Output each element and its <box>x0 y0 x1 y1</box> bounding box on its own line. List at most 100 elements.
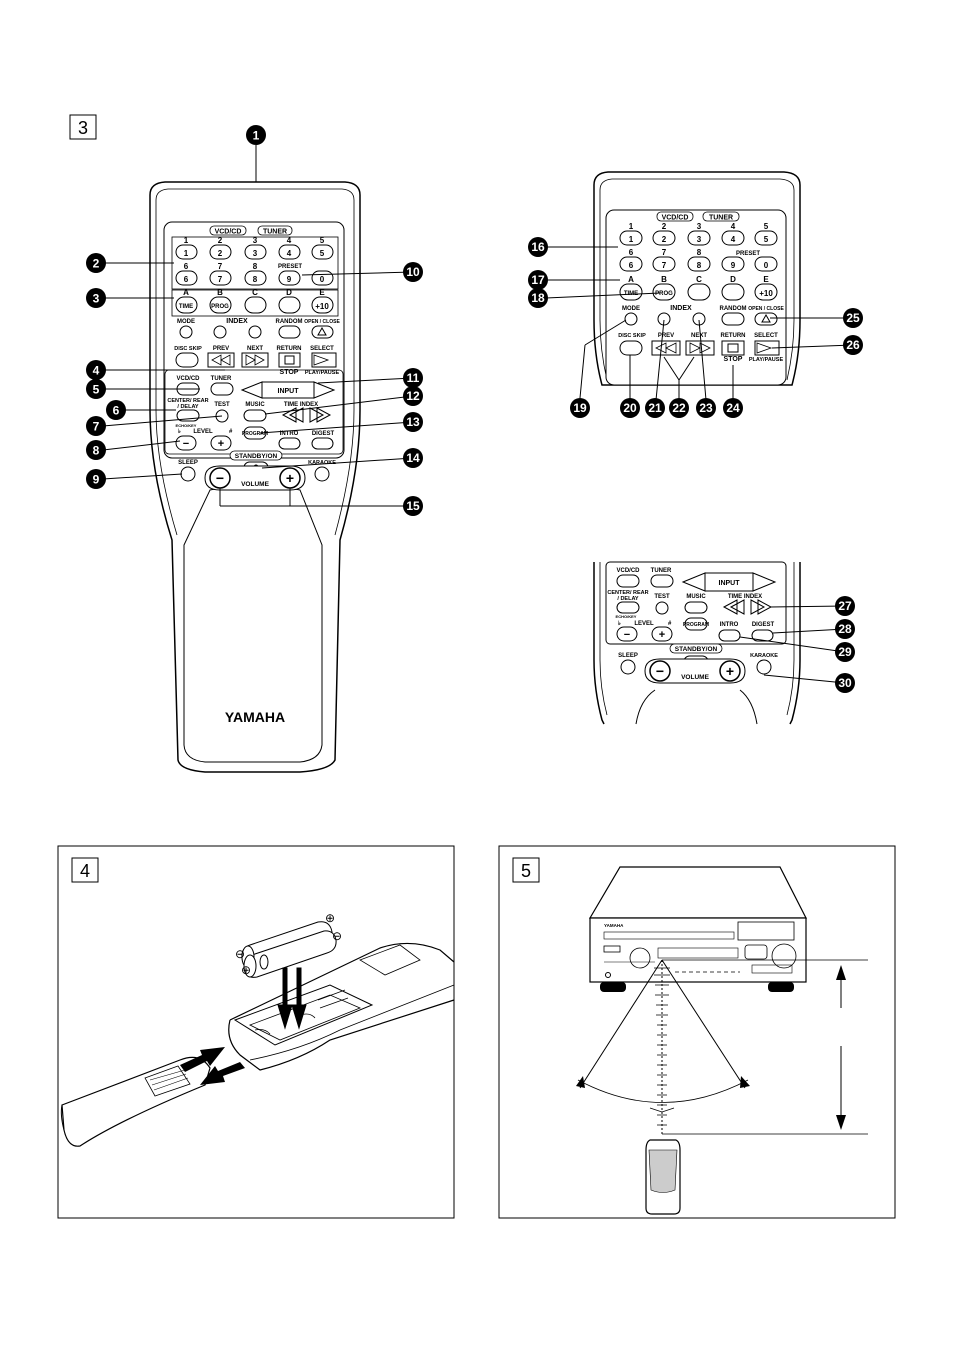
svg-text:VCD/CD: VCD/CD <box>662 215 689 222</box>
svg-text:DISC SKIP: DISC SKIP <box>174 346 202 352</box>
svg-text:TIME INDEX: TIME INDEX <box>728 594 762 600</box>
yamaha-logo: YAMAHA <box>225 709 285 725</box>
remote-bottom-buttons[interactable]: VCD/CD TUNER INPUT CENTER/ REAR / DELAY … <box>607 568 778 684</box>
svg-text:RETURN: RETURN <box>277 346 302 352</box>
svg-text:INTRO: INTRO <box>720 622 739 628</box>
svg-text:DIGEST: DIGEST <box>752 622 775 628</box>
svg-text:INPUT: INPUT <box>278 388 300 395</box>
svg-text:VCD/CD: VCD/CD <box>616 568 640 574</box>
svg-text:5: 5 <box>764 235 769 244</box>
svg-text:INPUT: INPUT <box>719 580 741 587</box>
source-area-left[interactable]: VCD/CD TUNER INPUT CENTER/ REAR / DELAY … <box>164 369 344 455</box>
svg-text:+: + <box>659 629 665 641</box>
svg-text:VCD/CD: VCD/CD <box>215 229 242 236</box>
svg-text:8: 8 <box>697 261 702 270</box>
svg-text:RANDOM: RANDOM <box>276 319 303 325</box>
svg-text:TEST: TEST <box>654 594 670 600</box>
svg-text:LEVEL: LEVEL <box>193 429 213 435</box>
svg-text:8: 8 <box>253 275 258 284</box>
svg-text:6: 6 <box>184 275 189 284</box>
svg-text:18: 18 <box>531 291 545 305</box>
svg-text:/ DELAY: / DELAY <box>617 596 639 602</box>
slide-arrow-icons <box>180 1047 245 1085</box>
svg-text:30: 30 <box>838 676 852 690</box>
svg-text:PLAY/PAUSE: PLAY/PAUSE <box>749 357 784 363</box>
right-top-callout-markers: 16 17 18 19 20 21 22 23 24 25 26 <box>528 237 863 418</box>
svg-text:SLEEP: SLEEP <box>178 460 198 466</box>
right-bottom-callout-markers: 27 28 29 30 <box>835 596 855 693</box>
svg-text:PRESET: PRESET <box>278 264 302 270</box>
svg-text:6: 6 <box>113 404 120 418</box>
svg-text:16: 16 <box>531 240 545 254</box>
svg-text:4: 4 <box>93 364 100 378</box>
svg-text:6: 6 <box>629 248 634 257</box>
svg-text:7: 7 <box>218 275 223 284</box>
svg-text:A: A <box>628 275 634 284</box>
mode-row-left[interactable]: MODE INDEX RANDOM OPEN / CLOSE <box>177 318 340 339</box>
svg-text:STANDBY/ON: STANDBY/ON <box>235 453 278 460</box>
svg-text:29: 29 <box>838 645 852 659</box>
svg-text:6: 6 <box>629 261 634 270</box>
svg-text:13: 13 <box>406 415 420 429</box>
svg-text:OPEN / CLOSE: OPEN / CLOSE <box>748 306 784 312</box>
power-volume-left[interactable]: STANDBY/ON SLEEP KARAOKE − + VOLUME <box>178 450 336 491</box>
svg-text:INDEX: INDEX <box>670 305 692 312</box>
svg-text:SELECT: SELECT <box>754 333 778 339</box>
svg-text:TEST: TEST <box>214 402 230 408</box>
svg-text:RANDOM: RANDOM <box>720 306 747 312</box>
svg-text:−: − <box>183 438 189 450</box>
svg-text:MODE: MODE <box>622 306 640 312</box>
svg-text:−: − <box>216 470 224 486</box>
svg-text:25: 25 <box>846 311 860 325</box>
svg-text:VCD/CD: VCD/CD <box>176 376 200 382</box>
svg-text:26: 26 <box>846 338 860 352</box>
svg-text:SELECT: SELECT <box>310 346 334 352</box>
right-top-callouts-lines <box>545 246 854 401</box>
svg-text:PROGRAM: PROGRAM <box>242 431 268 437</box>
svg-text:27: 27 <box>838 599 852 613</box>
svg-text:KARAOKE: KARAOKE <box>308 460 336 466</box>
svg-text:3: 3 <box>78 118 88 138</box>
figure-3-label: 3 <box>69 114 97 140</box>
svg-text:PROG: PROG <box>655 291 673 297</box>
svg-text:PRESET: PRESET <box>736 251 760 257</box>
svg-text:2: 2 <box>662 222 667 231</box>
svg-text:C: C <box>252 288 258 297</box>
svg-text:0: 0 <box>764 261 769 270</box>
battery-minus-bottom: ⊖ <box>235 947 245 961</box>
svg-text:8: 8 <box>253 262 258 271</box>
battery-icon <box>241 921 337 978</box>
svg-text:TIME INDEX: TIME INDEX <box>284 402 318 408</box>
svg-text:23: 23 <box>699 401 713 415</box>
svg-text:B: B <box>661 275 667 284</box>
svg-text:24: 24 <box>726 401 740 415</box>
insert-arrow-icon <box>277 967 307 1030</box>
svg-text:2: 2 <box>218 236 223 245</box>
svg-text:10: 10 <box>406 265 420 279</box>
svg-text:MODE: MODE <box>177 319 195 325</box>
svg-text:5: 5 <box>521 861 531 881</box>
svg-text:TUNER: TUNER <box>263 229 287 236</box>
svg-text:9: 9 <box>287 275 292 284</box>
svg-text:1: 1 <box>629 222 634 231</box>
svg-text:PREV: PREV <box>213 346 229 352</box>
svg-text:D: D <box>730 275 736 284</box>
svg-text:+: + <box>286 470 294 486</box>
svg-text:1: 1 <box>184 236 189 245</box>
svg-text:5: 5 <box>764 222 769 231</box>
svg-text:12: 12 <box>406 389 420 403</box>
svg-text:DISC SKIP: DISC SKIP <box>618 333 646 339</box>
svg-text:#: # <box>668 621 672 627</box>
svg-text:NEXT: NEXT <box>247 346 263 352</box>
svg-text:KARAOKE: KARAOKE <box>750 653 778 659</box>
svg-text:TUNER: TUNER <box>211 376 232 382</box>
svg-text:LEVEL: LEVEL <box>634 621 654 627</box>
svg-text:+10: +10 <box>315 302 329 311</box>
transport-row-left[interactable]: DISC SKIP PREV NEXT RETURN SELECT STOP P… <box>174 346 339 376</box>
svg-text:NEXT: NEXT <box>691 333 707 339</box>
svg-text:♭: ♭ <box>618 620 621 627</box>
svg-text:PROG: PROG <box>211 304 229 310</box>
svg-text:20: 20 <box>623 401 637 415</box>
svg-text:MUSIC: MUSIC <box>686 594 706 600</box>
svg-text:7: 7 <box>218 262 223 271</box>
